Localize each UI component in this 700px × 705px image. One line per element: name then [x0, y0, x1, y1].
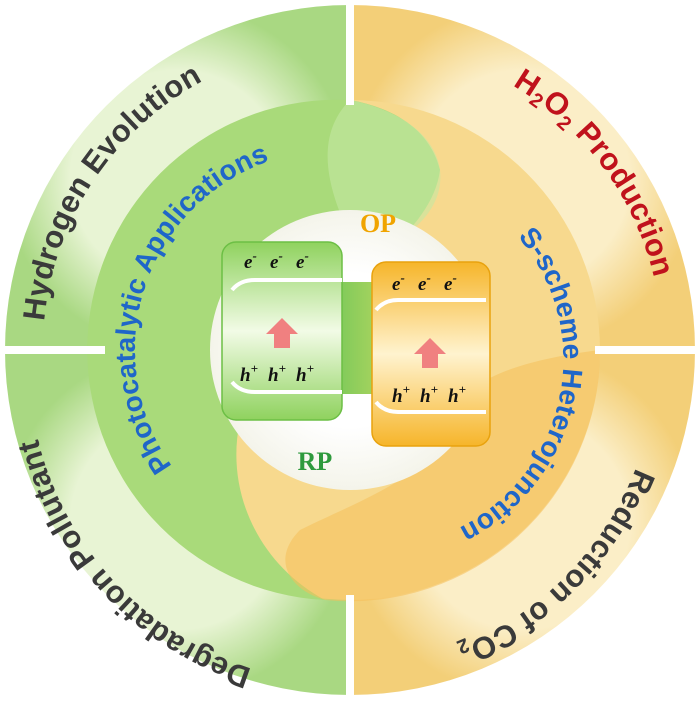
rp-label: RP: [298, 447, 333, 476]
hole: h+: [448, 382, 466, 407]
electron: e-: [392, 270, 405, 295]
electron: e-: [270, 248, 283, 273]
electron: e-: [296, 248, 309, 273]
holes-orange: h+ h+ h+: [392, 382, 466, 407]
hole: h+: [392, 382, 410, 407]
hole: h+: [296, 361, 314, 386]
hole: h+: [268, 361, 286, 386]
excitation-arrow-icon: [414, 338, 446, 368]
holes-green: h+ h+ h+: [240, 361, 314, 386]
electrons-green: e- e- e-: [244, 248, 309, 273]
electron: e-: [444, 270, 457, 295]
hole: h+: [420, 382, 438, 407]
semiconductor-green: [221, 241, 343, 421]
op-label: OP: [360, 209, 396, 238]
hole: h+: [240, 361, 258, 386]
electron: e-: [244, 248, 257, 273]
electron: e-: [418, 270, 431, 295]
excitation-arrow-icon: [266, 318, 298, 348]
semiconductor-orange: [371, 261, 491, 447]
electrons-orange: e- e- e-: [392, 270, 457, 295]
inner-ring-orange-swirl: [285, 350, 601, 602]
